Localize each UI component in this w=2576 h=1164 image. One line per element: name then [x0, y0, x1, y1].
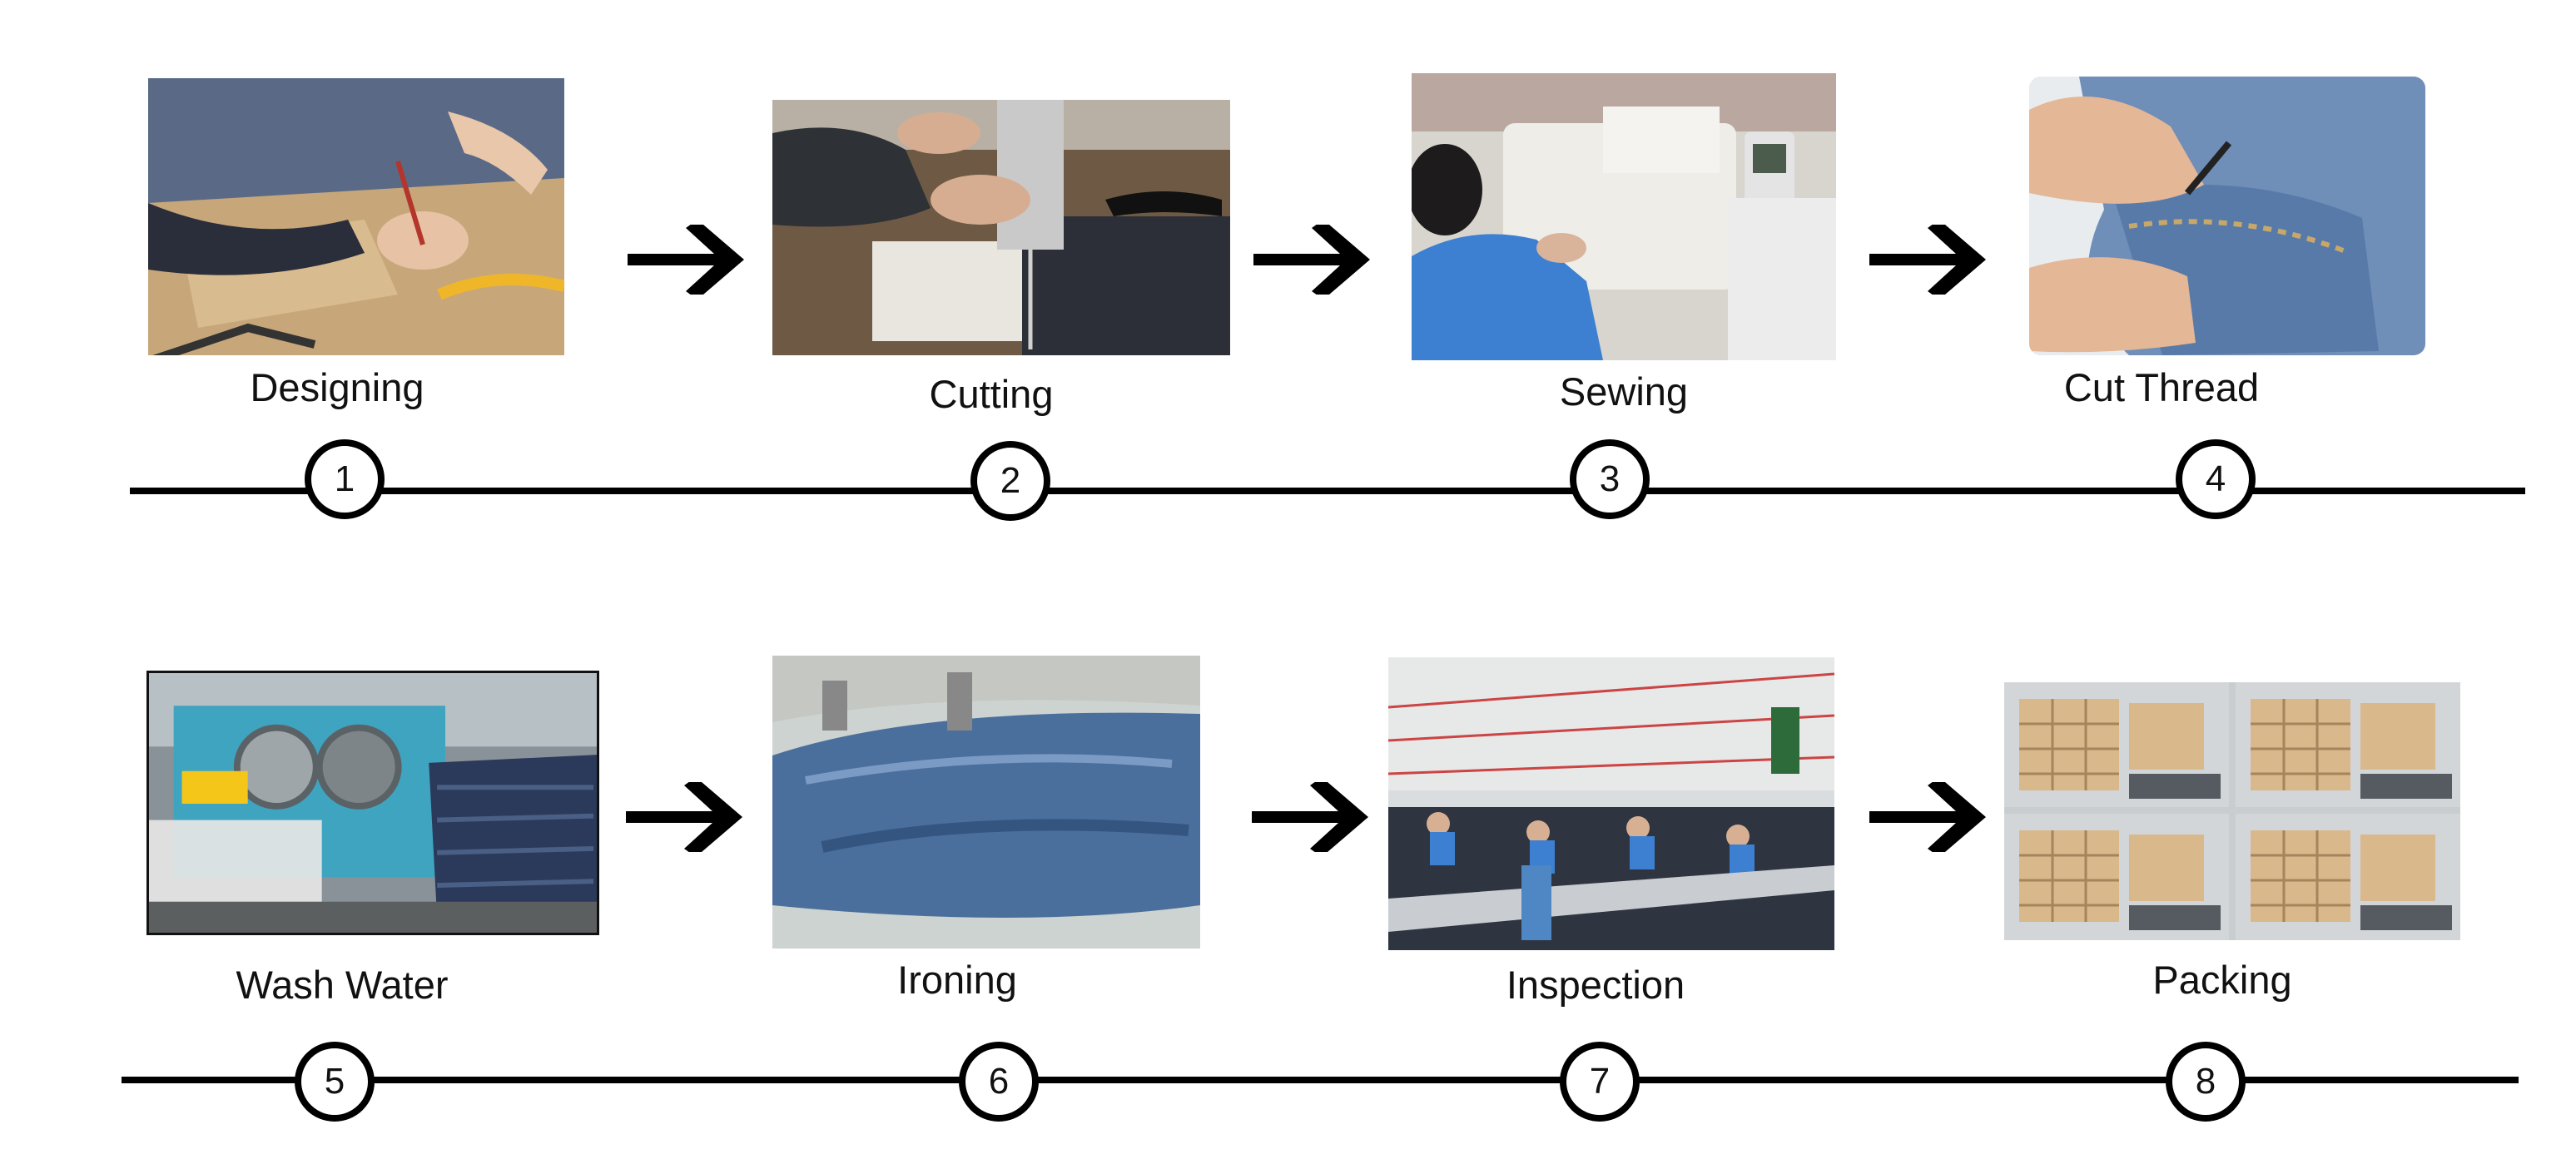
- step-label: Ironing: [897, 958, 1017, 1002]
- step-number-badge: 2: [970, 441, 1050, 521]
- timeline-line: [122, 1077, 2519, 1083]
- step-number-badge: 1: [305, 439, 385, 519]
- photo-sewing: [1412, 73, 1836, 360]
- step-number-badge: 4: [2176, 439, 2256, 519]
- step-label: Inspection: [1506, 963, 1685, 1007]
- arrow-right-icon: [1869, 225, 1986, 295]
- timeline-line: [130, 488, 2525, 494]
- photo-packing: [2004, 682, 2460, 940]
- arrow-right-icon: [626, 782, 742, 852]
- photo-cut-thread: [2029, 77, 2425, 355]
- step-number-badge: 3: [1570, 439, 1650, 519]
- step-label: Sewing: [1559, 369, 1689, 414]
- photo-designing: [148, 78, 564, 355]
- step-number-badge: 6: [959, 1042, 1039, 1122]
- arrow-right-icon: [628, 225, 744, 295]
- arrow-right-icon: [1253, 225, 1370, 295]
- photo-cutting: [772, 100, 1230, 355]
- step-label: Cutting: [929, 372, 1054, 416]
- arrow-right-icon: [1869, 782, 1986, 852]
- step-label: Packing: [2152, 958, 2292, 1002]
- step-number-badge: 7: [1560, 1042, 1640, 1122]
- arrow-right-icon: [1252, 782, 1368, 852]
- step-number-badge: 5: [295, 1042, 375, 1122]
- photo-wash-water: [146, 671, 599, 935]
- step-label: Wash Water: [236, 963, 449, 1007]
- photo-inspection: [1388, 657, 1834, 950]
- photo-ironing: [772, 656, 1200, 949]
- step-number-badge: 8: [2166, 1042, 2246, 1122]
- step-label: Cut Thread: [2063, 365, 2260, 409]
- step-label: Designing: [250, 365, 424, 409]
